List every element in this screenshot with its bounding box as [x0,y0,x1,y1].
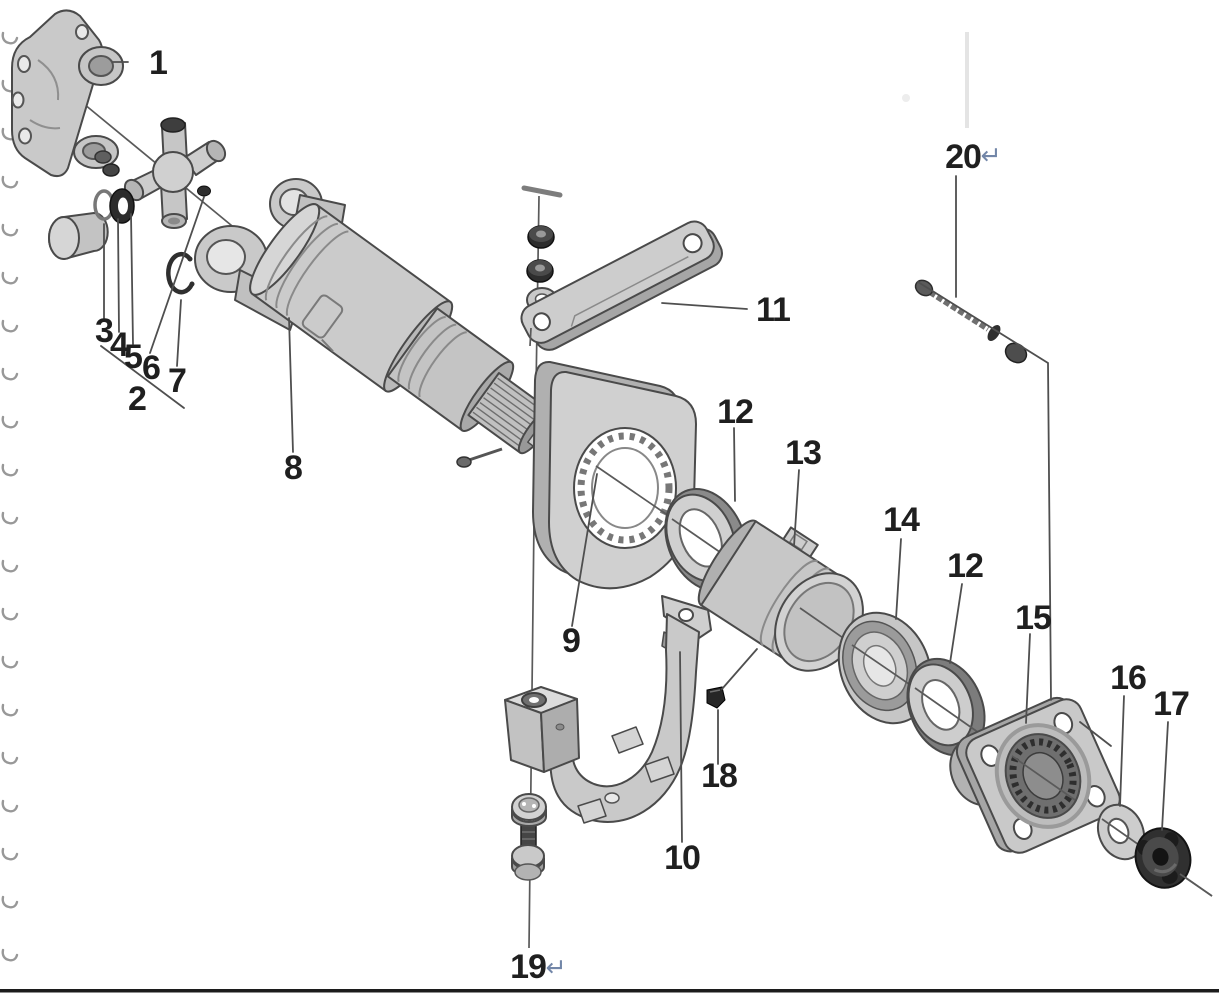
callout-18: 18 [701,757,737,795]
mount-bolt [511,793,547,881]
callout-2: 2 [128,380,146,418]
axis-through-washer [1101,818,1143,848]
snap-ring [166,251,195,295]
callout-12a: 12 [717,393,753,431]
slip-yoke-shaft [194,178,560,455]
callout-16: 16 [1110,659,1146,697]
axis-through-flange [1011,755,1076,801]
axis-exit-line [1179,873,1213,897]
companion-flange [949,696,1121,854]
flange-yoke [11,9,124,178]
return-mark-icon: ↵ [546,953,567,982]
callout-11: 11 [756,291,790,329]
callout-14: 14 [883,501,920,539]
u-joint-spider [123,117,227,229]
slinger-ring-rear [906,657,986,757]
rubber-plug [706,686,726,709]
callout-13: 13 [785,434,821,472]
lock-nut [1134,827,1192,889]
support-bracket [504,595,712,824]
callout-9: 9 [562,622,580,660]
callout-10: 10 [664,839,700,877]
callout-5: 5 [124,338,142,376]
callout-8: 8 [284,449,302,487]
callout-6: 6 [142,349,160,387]
callout-20: 20 [945,138,981,176]
callouts: 1 3 4 5 6 7 2 8 9 10 11 12 13 14 12 15 1… [95,44,1190,986]
retainer-strap [520,220,723,351]
axis-through-rear-ring [914,687,983,736]
callout-19: 19 [510,948,546,986]
bearing-housing [697,519,864,672]
callout-4: 4 [110,326,129,364]
dust-cap [48,212,109,260]
callout-17: 17 [1153,685,1189,723]
center-bearing-support [532,360,697,590]
bottom-rule [0,989,1219,993]
binding-marks-icon [1,31,19,962]
scan-artifacts [902,32,969,128]
callout-3: 3 [95,312,113,350]
leader-lines [100,61,1169,843]
callout-1: 1 [149,44,167,82]
callout-7: 7 [168,362,186,400]
bolt-line-through-strap [529,327,532,347]
callout-15: 15 [1015,599,1051,637]
grease-pin [456,447,503,468]
flange-bolt-set [914,279,1028,364]
seal-rings [93,188,135,224]
callout-12b: 12 [947,547,983,585]
return-mark-icon: ↵ [981,141,1002,170]
